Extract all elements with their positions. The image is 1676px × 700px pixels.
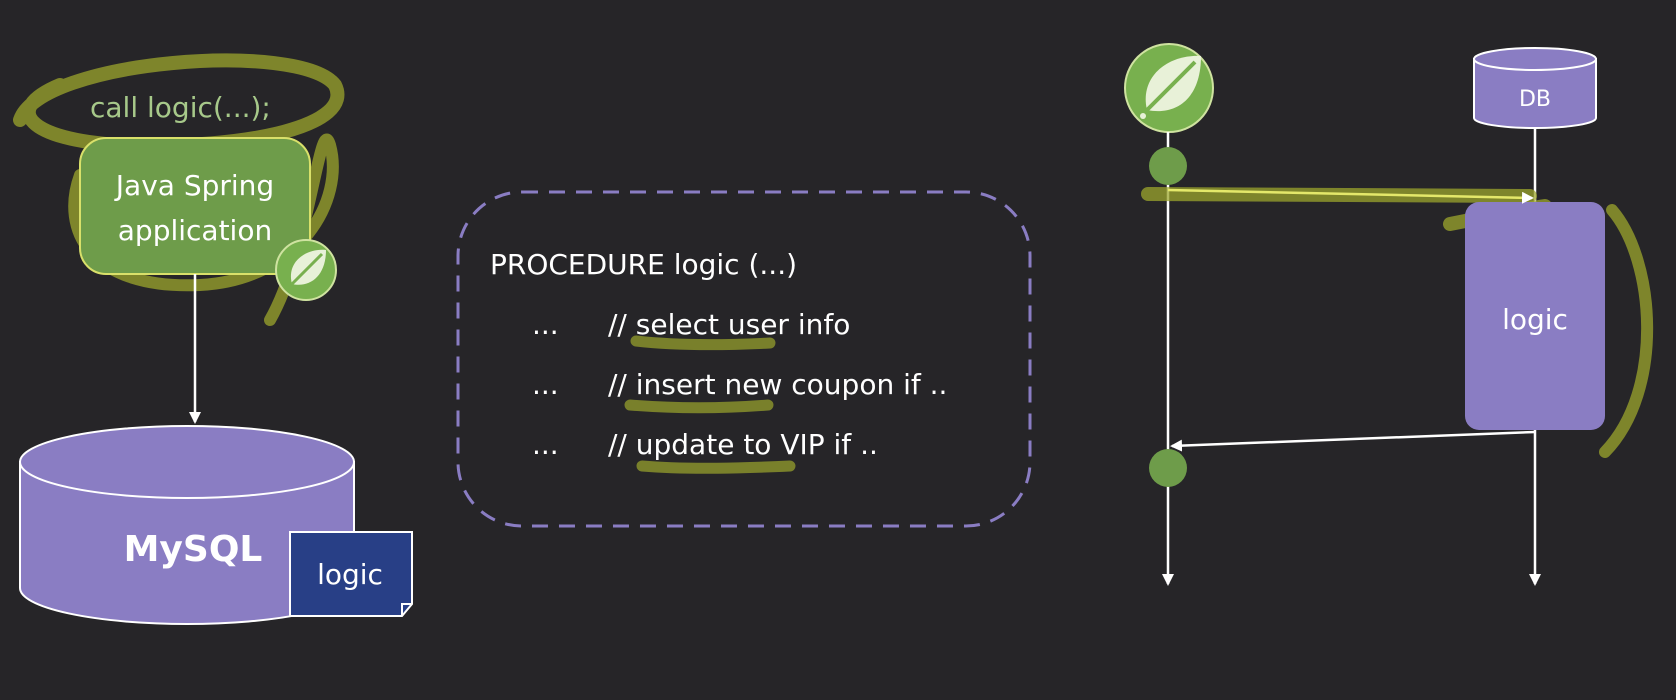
procedure-line-3-comment: // update to VIP if .. [608,428,878,461]
logic-note-label: logic [317,558,383,591]
highlight-scribble [13,53,345,153]
return-arrow [1170,430,1536,452]
mysql-cylinder-icon [19,425,355,625]
spring-leaf-icon [1124,43,1214,133]
highlight-bracket [1599,204,1654,458]
highlight-underline-1 [630,335,776,351]
procedure-line-1-dots: ... [532,308,559,341]
spring-app-box [79,137,311,275]
activation-dot-bottom [1149,449,1187,487]
db-label: DB [1519,87,1551,112]
call-arrow [1167,188,1534,204]
mysql-label: MySQL [124,529,263,570]
app-label-line2: application [118,214,272,247]
left-architecture: call logic(...); Java Spring application… [13,53,413,625]
procedure-line-2-dots: ... [532,368,559,401]
procedure-line-1-comment: // select user info [608,308,850,341]
app-label-line1: Java Spring [114,169,274,202]
logic-note-icon [289,531,413,617]
call-text: call logic(...); [90,91,271,124]
db-cylinder-icon [1473,47,1597,129]
activation-dot-top [1149,147,1187,185]
procedure-header: PROCEDURE logic (...) [490,248,797,281]
highlight-underline-2 [624,399,774,414]
spring-leaf-icon [275,239,337,301]
highlight-underline-3 [636,460,796,474]
procedure-block: PROCEDURE logic (...) ... // select user… [456,190,1032,528]
sequence-diagram: DB logic [1124,43,1654,586]
procedure-line-3-dots: ... [532,428,559,461]
logic-activation-box [1465,202,1605,430]
procedure-line-2-comment: // insert new coupon if .. [608,368,947,401]
logic-activation-label: logic [1502,303,1568,336]
procedure-dashed-box [456,190,1032,528]
